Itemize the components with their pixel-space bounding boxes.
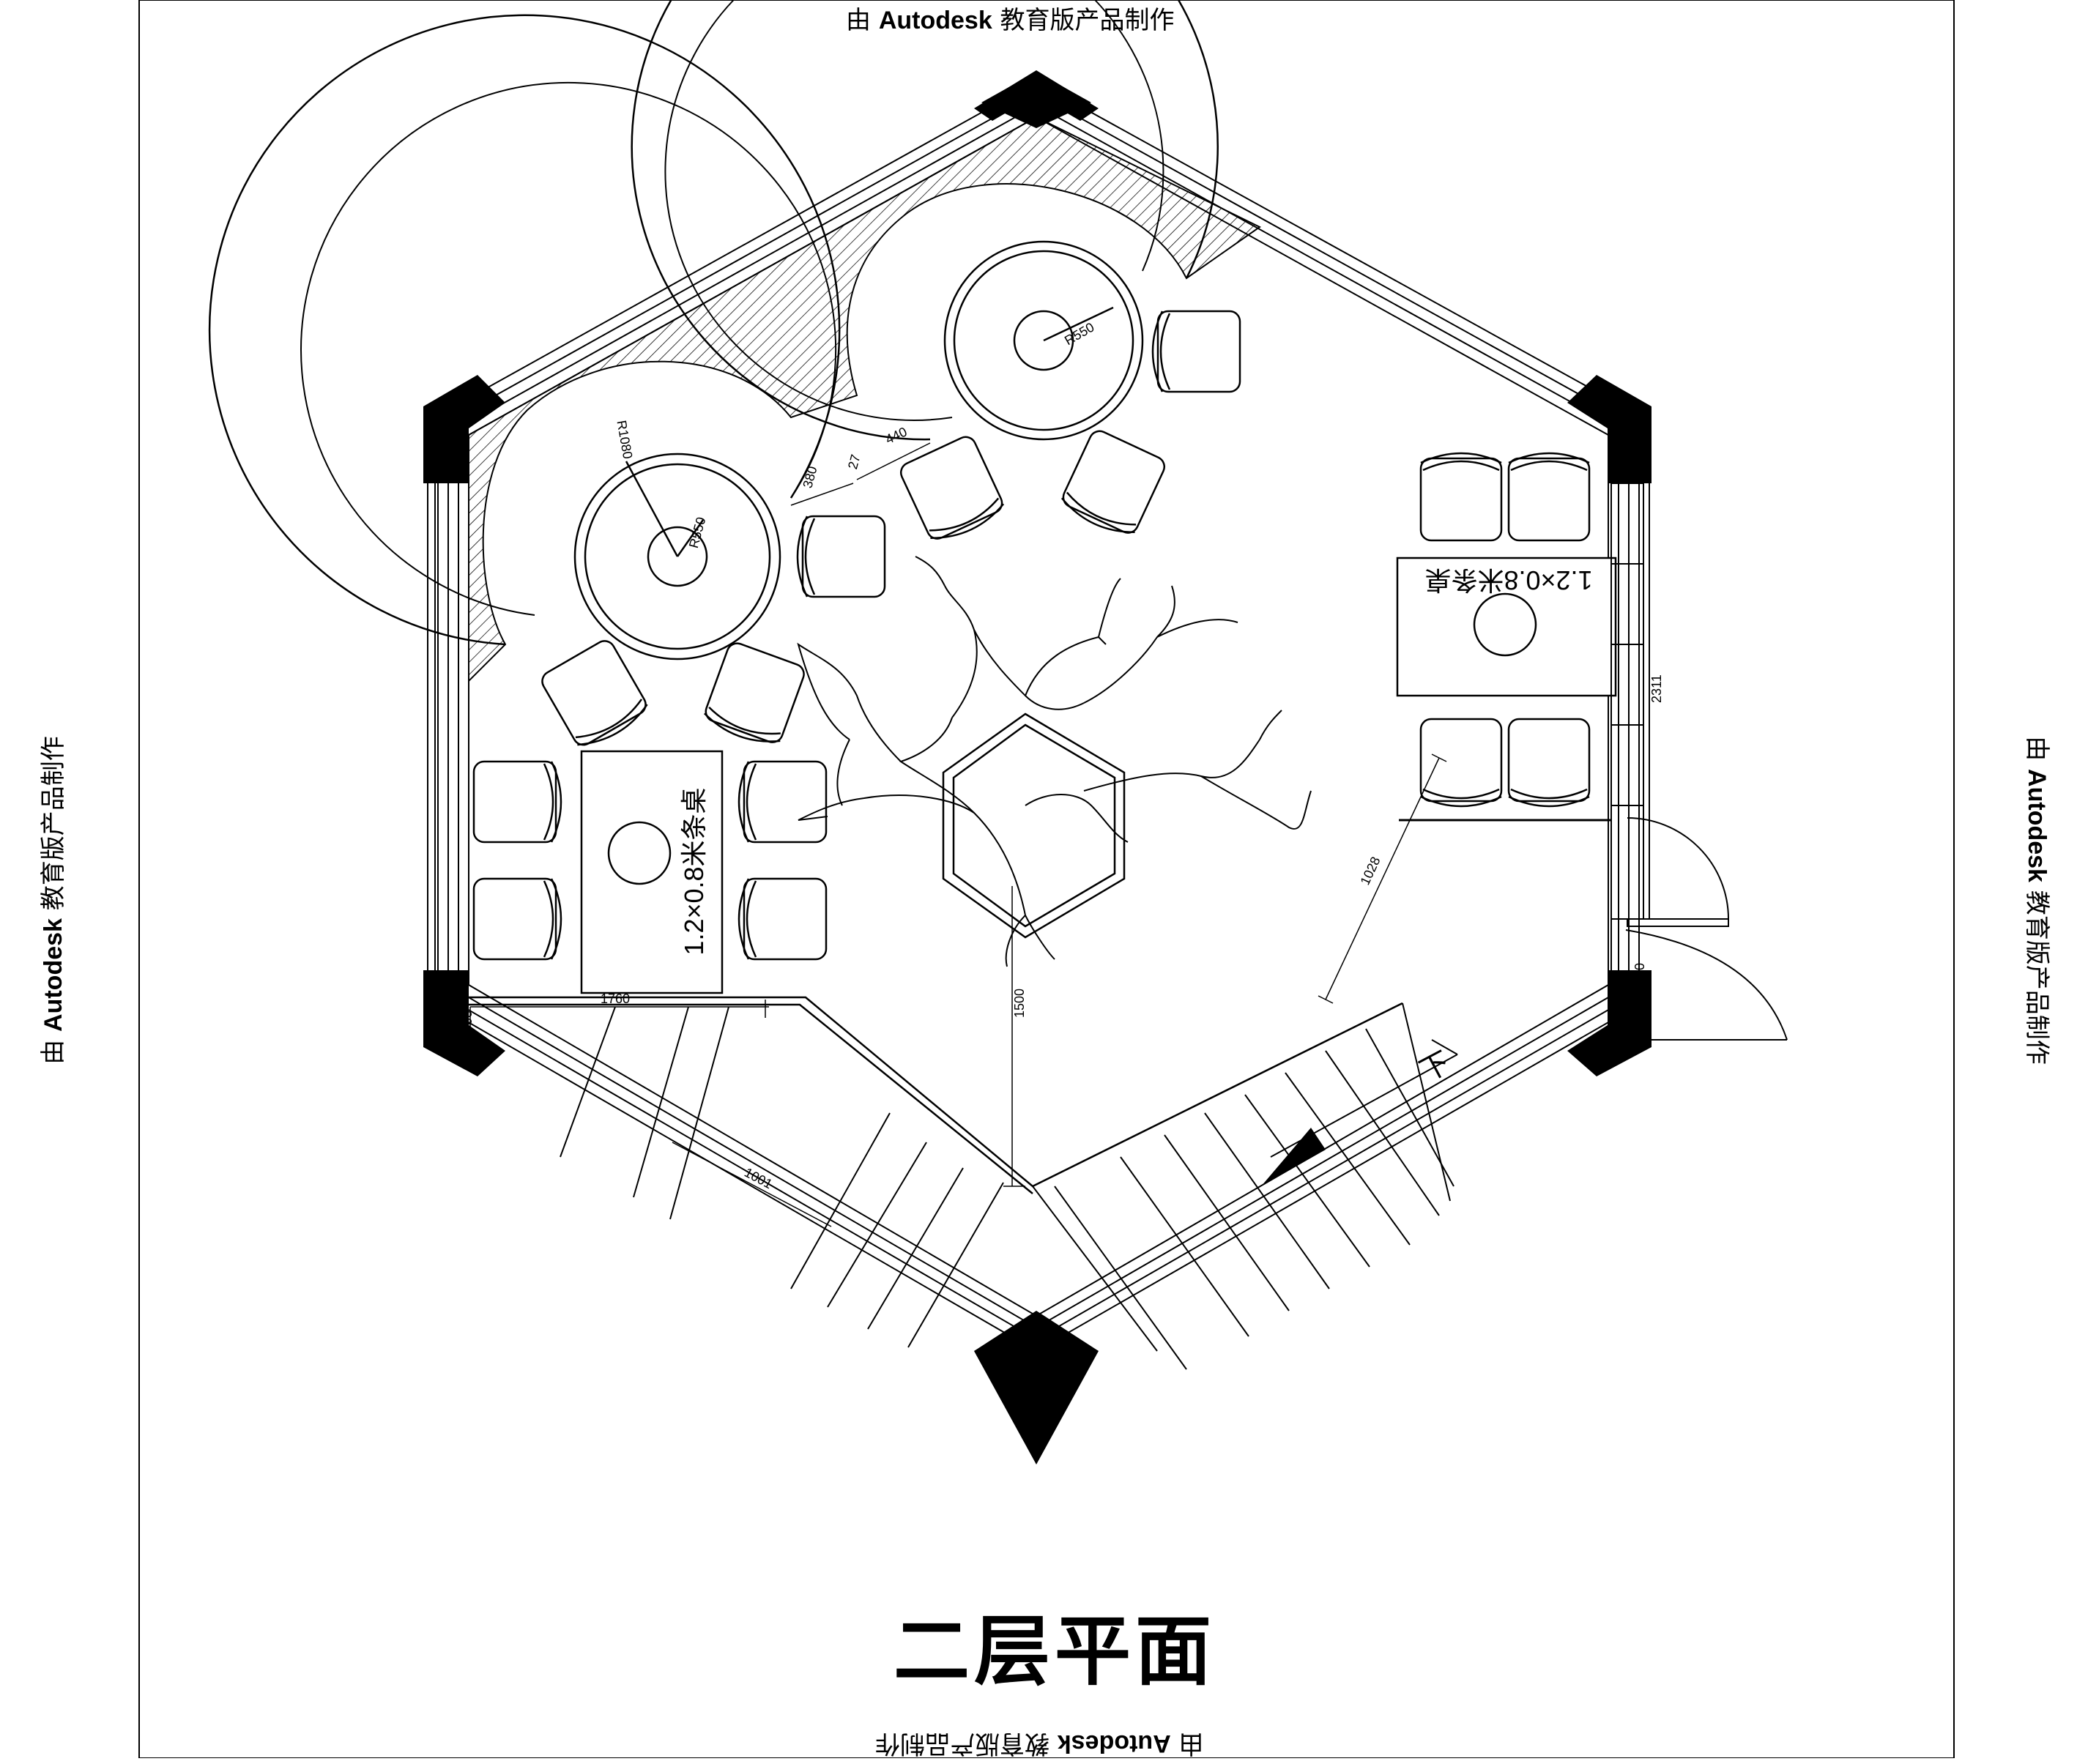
chair [700,639,808,751]
chair [796,515,886,598]
stair-left [560,1006,1004,1348]
chair [538,636,653,754]
chair [1151,310,1241,393]
arrow-head-icon [1261,1128,1326,1186]
dim-380: 380 [800,465,820,490]
watermark-brand: Autodesk [878,7,992,34]
chair [1507,452,1591,542]
chair [738,877,828,961]
hatched-planter [468,116,1261,683]
right-window [1610,483,1650,920]
table-left [580,750,724,994]
tree-planter [942,712,1126,939]
column-top-fill [981,72,1091,128]
dim-2311: 2311 [1649,674,1664,703]
columns [423,70,1652,1465]
dim-1760: 1760 [601,991,630,1006]
chair [1507,718,1591,808]
chair [1419,718,1503,808]
round-booth-right [631,0,1219,441]
dim-r1080: R1080 [614,419,635,460]
table-right [1396,557,1617,697]
chair [1419,452,1503,542]
watermark-prefix: 由 [846,6,879,35]
watermark-suffix: 教育版产品制作 [992,6,1175,35]
table-left-center [607,821,672,885]
chair [738,760,828,844]
page-title: 二层平面 [893,1607,1216,1696]
chair [472,877,562,961]
table-left-label: 1.2×0.8米条桌 [679,787,709,955]
drawing-frame [138,0,1955,1758]
table-right-label: 1.2×0.8米条桌 [1424,565,1592,595]
dim-27: 27 [845,453,863,471]
stair-right [1032,1002,1454,1370]
watermark-top: 由 Autodesk 教育版产品制作 [846,0,1175,36]
table-right-center [1473,592,1537,657]
round-booth-left [208,14,841,660]
chair [1057,426,1169,542]
chair [472,760,562,844]
stair-rail [469,996,1403,1194]
tree-branches [797,556,1312,967]
dim-1500: 1500 [1012,989,1027,1018]
dim-1028: 1028 [1357,855,1383,887]
dim-440: 440 [883,424,910,447]
